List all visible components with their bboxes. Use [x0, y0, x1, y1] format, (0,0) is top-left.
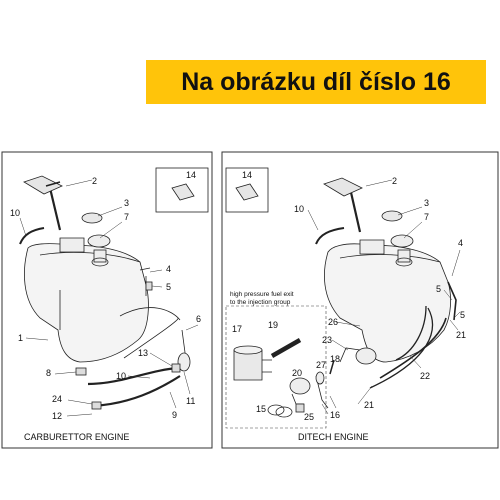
part-number-banner: Na obrázku díl číslo 16 [146, 60, 486, 104]
callout-r-2: 2 [392, 176, 397, 186]
callout-12: 12 [52, 411, 62, 421]
callout-r-23: 23 [322, 335, 332, 345]
callout-r-14: 14 [242, 170, 252, 180]
callout-11: 11 [186, 396, 195, 406]
leader-lines [19, 179, 461, 417]
banner-text: Na obrázku díl číslo 16 [181, 67, 451, 96]
left-callouts: 2 3 7 10 1 4 5 6 8 13 10 11 9 24 12 14 C… [10, 170, 201, 442]
left-drawing [19, 167, 209, 410]
callout-r-15: 15 [256, 404, 266, 414]
callout-r-21a: 21 [456, 330, 466, 340]
left-caption: CARBURETTOR ENGINE [24, 432, 129, 442]
left-panel-frame [1, 151, 213, 449]
callout-r-3: 3 [424, 198, 429, 208]
callout-r-21b: 21 [364, 400, 374, 410]
callout-8: 8 [46, 368, 51, 378]
callout-r-7: 7 [424, 212, 429, 222]
callout-10-top: 10 [10, 208, 20, 218]
callout-r-22: 22 [420, 371, 430, 381]
callout-4: 4 [166, 264, 171, 274]
right-caption: DITECH ENGINE [298, 432, 369, 442]
callout-9: 9 [172, 410, 177, 420]
callout-5: 5 [166, 282, 171, 292]
right-drawing [225, 167, 457, 429]
right-callouts: 2 3 7 10 14 4 5 5 21 22 26 23 18 27 17 1… [230, 170, 466, 442]
callout-r-18: 18 [330, 354, 340, 364]
callout-1: 1 [18, 333, 23, 343]
callout-10-bottom: 10 [116, 371, 126, 381]
note-line-1: high pressure fuel exit [230, 291, 294, 298]
callout-13: 13 [138, 348, 148, 358]
callout-3: 3 [124, 198, 129, 208]
callout-14: 14 [186, 170, 196, 180]
callout-r-4: 4 [458, 238, 463, 248]
callout-r-5a: 5 [436, 284, 441, 294]
note-line-2: to the injection group [230, 299, 291, 306]
callout-r-19: 19 [268, 320, 278, 330]
callout-r-5b: 5 [460, 310, 465, 320]
callout-r-27: 27 [316, 360, 326, 370]
callout-6: 6 [196, 314, 201, 324]
callout-r-25: 25 [304, 412, 314, 422]
injection-group-box [225, 305, 327, 429]
callout-2: 2 [92, 176, 97, 186]
right-panel-frame [221, 151, 499, 449]
callout-r-20: 20 [292, 368, 302, 378]
callout-r-26: 26 [328, 317, 338, 327]
callout-7: 7 [124, 212, 129, 222]
callout-r-17: 17 [232, 324, 242, 334]
callout-r-16: 16 [330, 410, 340, 420]
callout-r-10: 10 [294, 204, 304, 214]
callout-24: 24 [52, 394, 62, 404]
